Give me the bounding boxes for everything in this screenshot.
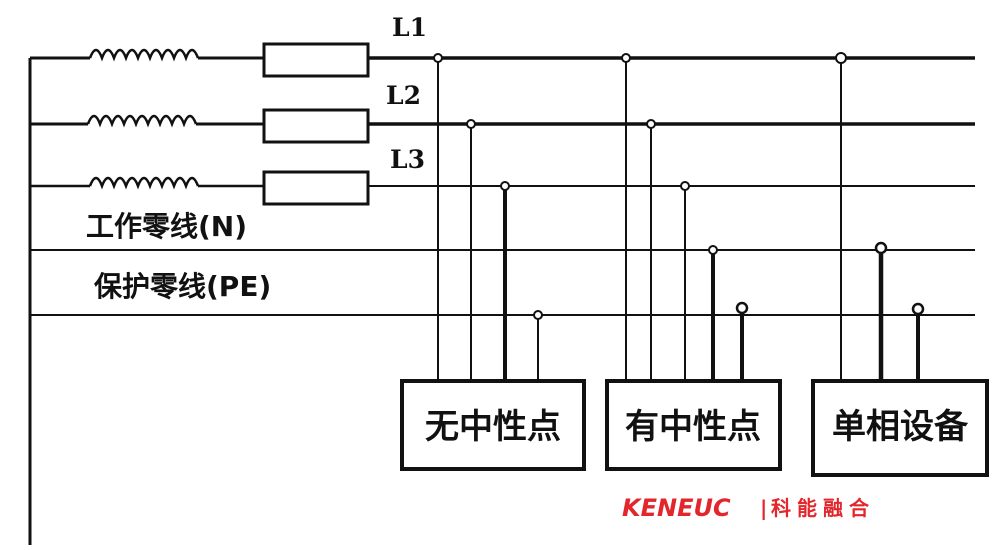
tap-node: [680, 181, 690, 191]
phase-l3-line: [30, 170, 975, 206]
label-pe: 保护零线(PE): [94, 270, 271, 303]
phase-l1-line: [30, 42, 975, 78]
tap-node: [533, 310, 543, 320]
tap-node: [500, 181, 510, 191]
tap-node: [835, 52, 847, 64]
tap-node: [621, 53, 631, 63]
brand-chinese: 科能融合: [771, 496, 875, 520]
tap-node: [466, 119, 476, 129]
brand-latin: KENEUC: [622, 494, 731, 522]
l1-fuse: [262, 42, 370, 78]
box-with-neutral-label: 有中性点: [625, 407, 761, 447]
label-l3: L3: [390, 145, 425, 174]
tap-node: [911, 302, 925, 316]
drops-single-phase: [835, 52, 925, 380]
tap-node: [433, 53, 443, 63]
tap-node: [735, 301, 749, 315]
drops-with-neutral: [621, 53, 749, 380]
l2-fuse: [262, 108, 370, 144]
box-single-phase: [811, 379, 989, 477]
tap-node: [646, 119, 656, 129]
box-single-phase-label: 单相设备: [832, 407, 969, 447]
l3-coil-icon: [88, 176, 200, 190]
brand-separator: |: [760, 496, 767, 520]
brand-logo: KENEUC | 科能融合: [622, 494, 875, 522]
tap-node: [874, 241, 888, 255]
box-no-neutral: [400, 379, 586, 471]
l2-coil-icon: [86, 114, 198, 128]
label-l1: L1: [392, 13, 427, 42]
l1-coil-icon: [88, 48, 200, 62]
box-no-neutral-label: 无中性点: [425, 407, 561, 447]
box-with-neutral: [605, 379, 782, 471]
label-l2: L2: [386, 81, 421, 110]
label-neutral: 工作零线(N): [86, 210, 247, 243]
l3-fuse: [262, 170, 370, 206]
tap-node: [708, 245, 718, 255]
phase-l2-line: [30, 108, 975, 144]
drops-no-neutral: [433, 53, 543, 380]
